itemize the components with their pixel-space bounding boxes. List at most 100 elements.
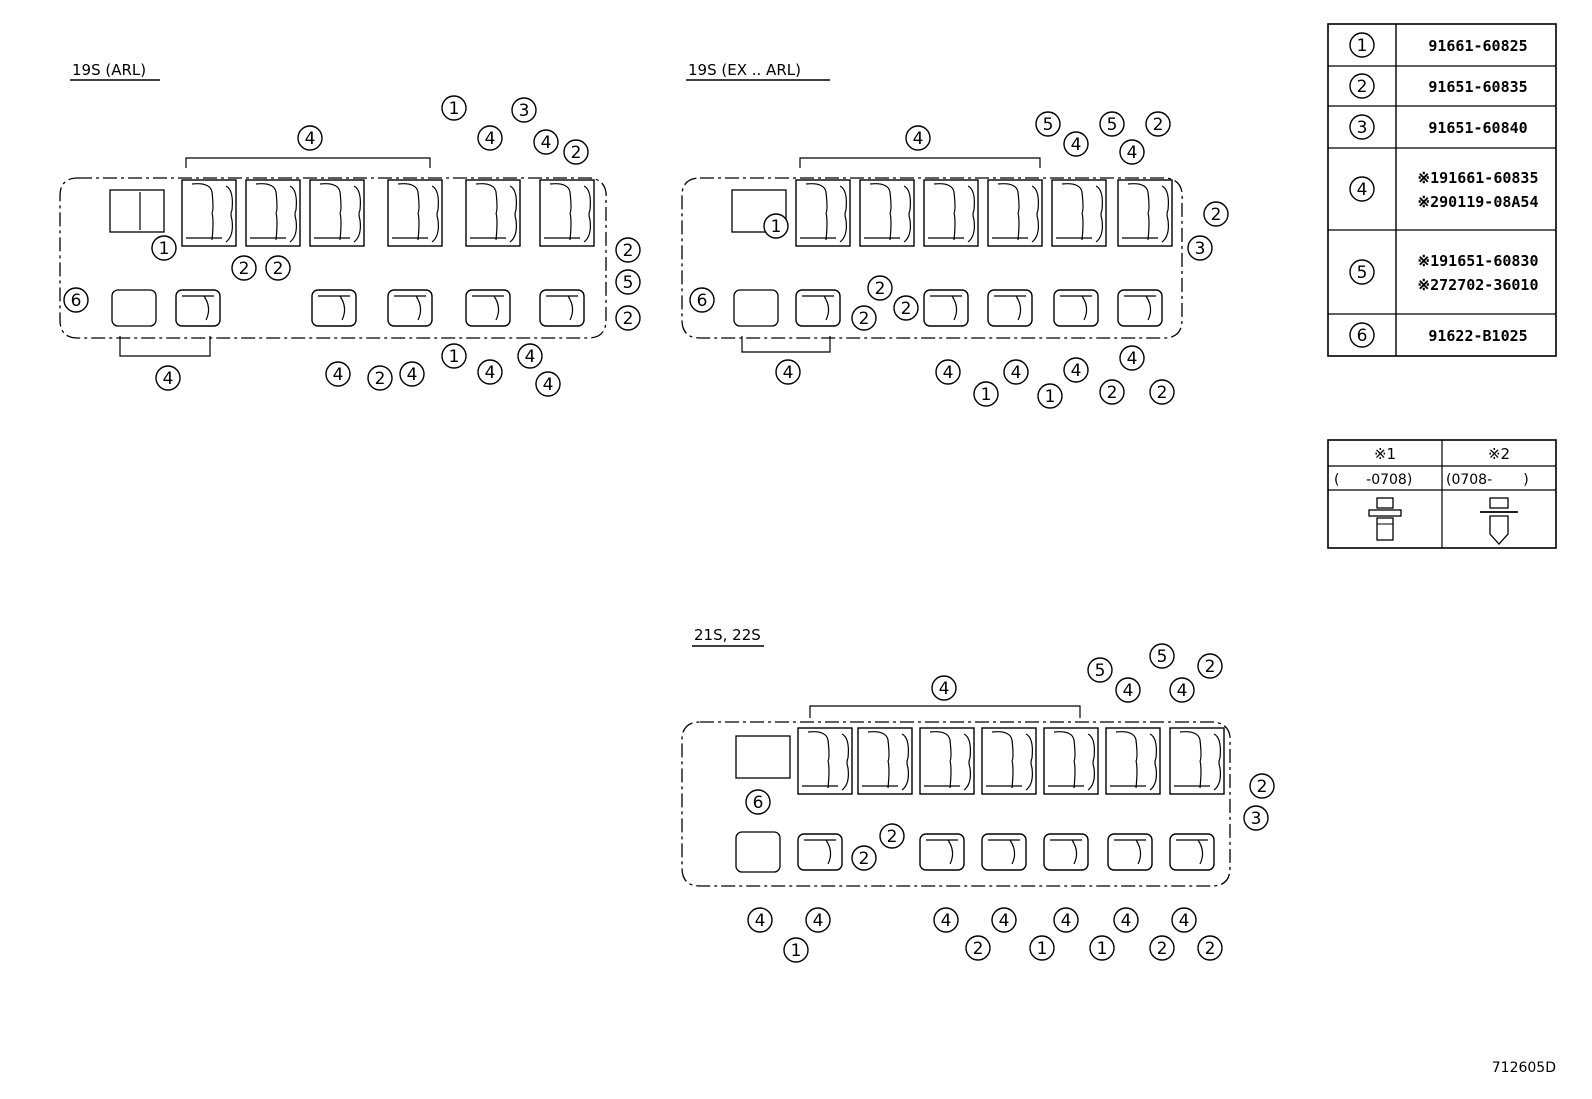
callout-number: 2 [887, 827, 898, 847]
callout-marker: 2 [367, 365, 393, 391]
part-number: ※191651-60830 [1418, 252, 1539, 270]
callout-marker: 4 [1053, 907, 1079, 933]
callout-number: 4 [1061, 911, 1072, 931]
callout-marker: 5 [1099, 111, 1125, 137]
callout-marker: 2 [1149, 935, 1175, 961]
callout-number: 4 [943, 363, 954, 383]
callout-marker: 4 [477, 359, 503, 385]
callout-number: 4 [407, 365, 418, 385]
callout-marker: 4 [775, 359, 801, 385]
callout-number: 6 [71, 291, 82, 311]
callout-number: 2 [623, 241, 634, 261]
diagram-title: 19S (EX .. ARL) [688, 61, 801, 79]
callout-marker: 4 [1119, 345, 1145, 371]
callout-number: 1 [1097, 939, 1108, 959]
callout-marker: 4 [1119, 139, 1145, 165]
callout-number: 4 [485, 129, 496, 149]
callout-number: 6 [753, 793, 764, 813]
callout-number: 2 [973, 939, 984, 959]
part-number: 91622-B1025 [1428, 327, 1527, 345]
callout-marker: 2 [965, 935, 991, 961]
seat-row-lower [735, 831, 1215, 873]
callout-marker: 2 [1349, 73, 1375, 99]
callout-marker: 4 [1171, 907, 1197, 933]
callout-marker: 4 [1113, 907, 1139, 933]
callout-number: 1 [449, 347, 460, 367]
callout-number: 4 [525, 347, 536, 367]
callout-marker: 4 [933, 907, 959, 933]
vehicle-outline [681, 721, 1231, 887]
callout-number: 6 [1357, 326, 1368, 346]
part-number: ※272702-36010 [1418, 276, 1539, 294]
callout-number: 3 [1251, 809, 1262, 829]
callout-number: 4 [755, 911, 766, 931]
driver-seat [731, 189, 787, 233]
legend-table: ※1 ※2 ( -0708) (0708- ) [1327, 439, 1557, 549]
callout-marker: 2 [1149, 379, 1175, 405]
callout-number: 4 [541, 133, 552, 153]
callout-number: 4 [485, 363, 496, 383]
part-number: 91661-60825 [1428, 37, 1527, 55]
seat-row-upper [181, 179, 595, 247]
callout-marker: 2 [1197, 653, 1223, 679]
callout-marker: 4 [805, 907, 831, 933]
callout-number: 4 [1179, 911, 1190, 931]
legend-col1-range: ( -0708) [1334, 472, 1412, 488]
seat-row-lower [733, 289, 1163, 327]
callout-number: 1 [449, 99, 460, 119]
callout-number: 4 [1357, 180, 1368, 200]
callout-marker: 2 [1099, 379, 1125, 405]
callout-number: 3 [1357, 118, 1368, 138]
callout-number: 4 [1071, 135, 1082, 155]
callout-marker: 6 [1349, 322, 1375, 348]
callout-marker: 2 [265, 255, 291, 281]
callout-number: 2 [623, 309, 634, 329]
callout-number: 1 [1357, 36, 1368, 56]
callout-marker: 2 [851, 305, 877, 331]
callout-marker: 4 [517, 343, 543, 369]
callout-marker: 1 [1089, 935, 1115, 961]
callout-marker: 4 [931, 675, 957, 701]
callout-marker: 2 [231, 255, 257, 281]
callout-number: 1 [791, 941, 802, 961]
callout-marker: 5 [615, 269, 641, 295]
diagram-title: 21S, 22S [694, 626, 761, 644]
callout-marker: 1 [973, 381, 999, 407]
callout-marker: 3 [1187, 235, 1213, 261]
callout-number: 1 [1045, 387, 1056, 407]
vehicle-outline [681, 177, 1183, 339]
callout-number: 2 [1157, 383, 1168, 403]
callout-marker: 4 [535, 371, 561, 397]
callout-number: 2 [875, 279, 886, 299]
callout-number: 2 [1205, 657, 1216, 677]
callout-number: 2 [239, 259, 250, 279]
seat-row-upper [797, 727, 1225, 795]
callout-number: 5 [1107, 115, 1118, 135]
callout-number: 4 [941, 911, 952, 931]
vehicle-outline [59, 177, 607, 339]
callout-marker: 3 [1349, 114, 1375, 140]
callout-marker: 4 [399, 361, 425, 387]
callout-number: 5 [1157, 647, 1168, 667]
legend-col2-head: ※2 [1488, 445, 1510, 463]
callout-marker: 4 [155, 365, 181, 391]
callout-marker: 4 [1169, 677, 1195, 703]
callout-marker: 1 [441, 343, 467, 369]
callout-number: 5 [1357, 263, 1368, 283]
callout-number: 4 [913, 129, 924, 149]
callout-marker: 4 [477, 125, 503, 151]
callout-number: 2 [1157, 939, 1168, 959]
callout-marker: 4 [1003, 359, 1029, 385]
callout-marker: 2 [615, 237, 641, 263]
callout-number: 2 [1257, 777, 1268, 797]
callout-marker: 4 [1349, 176, 1375, 202]
callout-marker: 5 [1349, 259, 1375, 285]
callout-marker: 1 [1349, 32, 1375, 58]
